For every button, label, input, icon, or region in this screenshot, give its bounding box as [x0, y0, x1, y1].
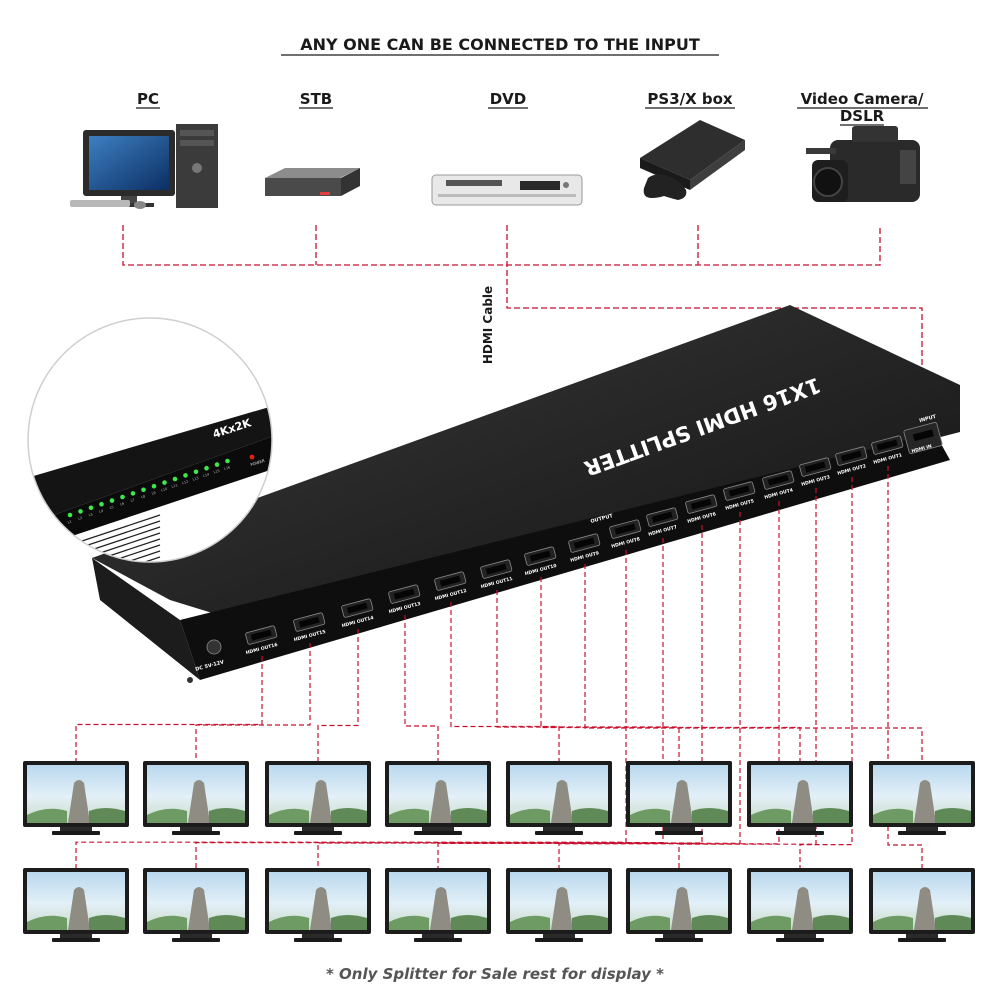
status-led-label: L12 — [182, 480, 189, 486]
source-label-camera-line2: DSLR — [840, 107, 885, 125]
display-monitor — [506, 868, 612, 942]
output-cabling — [75, 466, 923, 868]
display-monitor — [385, 868, 491, 942]
screw-hole — [187, 677, 193, 683]
source-label-stb: STB — [300, 90, 332, 108]
status-led-label: L16 — [224, 465, 231, 471]
pc-icon — [70, 124, 218, 209]
splitter-front-face — [180, 433, 950, 680]
output-cable-line — [558, 501, 780, 868]
status-led-label: L15 — [213, 469, 220, 475]
splitter-left-face — [92, 558, 200, 680]
status-led — [67, 512, 73, 518]
dc-power-jack — [206, 639, 222, 655]
footer-note: * Only Splitter for Sale rest for displa… — [326, 965, 664, 983]
status-led-label: L1 — [67, 520, 72, 525]
status-led-label: L2 — [78, 516, 83, 521]
game-console-icon — [640, 120, 745, 200]
output-cable-line — [887, 466, 923, 868]
source-label-camera: Video Camera/ — [801, 90, 924, 108]
status-led — [141, 487, 146, 493]
source-bus-lines — [122, 225, 923, 425]
output-cable-line — [496, 590, 680, 761]
led-zoom-callout: L1L2L3L4L5L6L7L8L9L10L11L12L13L14L15L16 … — [27, 317, 273, 563]
display-monitor — [869, 761, 975, 835]
display-monitor — [869, 868, 975, 942]
output-cable-line — [540, 577, 801, 761]
output-cable-line — [404, 615, 439, 761]
source-labels: PC STB DVD PS3/X box Video Camera/ DSLR — [137, 90, 924, 125]
source-label-ps3: PS3/X box — [647, 90, 733, 108]
output-cable-line — [799, 477, 853, 868]
output-cable-line — [678, 488, 817, 868]
status-led — [88, 505, 94, 511]
hdmi-in-label: HDMI IN — [911, 443, 933, 454]
dvd-player-icon — [431, 174, 583, 206]
output-cable-line — [75, 550, 627, 868]
hdmi-cable-label: HDMI Cable — [481, 286, 495, 364]
status-led — [162, 480, 167, 485]
status-led-label: L3 — [88, 512, 93, 517]
hdmi-output-port: HDMI OUT1 — [871, 435, 904, 466]
source-label-underlines — [136, 107, 928, 126]
hdmi-in-port: HDMI IN — [903, 422, 943, 455]
status-led-label: L5 — [109, 505, 114, 510]
status-led-label: L10 — [161, 487, 168, 493]
status-led — [78, 509, 83, 514]
status-led — [151, 483, 157, 489]
output-cable-line — [75, 656, 263, 761]
display-monitor — [747, 761, 853, 835]
output-caption: OUTPUT — [590, 513, 614, 525]
status-led — [109, 498, 115, 503]
display-grid — [23, 761, 975, 942]
status-led — [99, 501, 104, 507]
page-title: ANY ONE CAN BE CONNECTED TO THE INPUT — [300, 35, 700, 54]
display-monitor — [385, 761, 491, 835]
output-cable-line — [195, 643, 311, 761]
display-monitor — [23, 868, 129, 942]
display-monitor — [143, 868, 249, 942]
stb-icon — [265, 168, 360, 196]
output-cable-line — [317, 629, 359, 761]
status-led-label: L14 — [203, 472, 210, 478]
display-monitor — [23, 761, 129, 835]
status-led-label: L11 — [171, 483, 178, 489]
output-cable-line — [317, 525, 703, 868]
display-monitor — [506, 761, 612, 835]
status-led — [130, 491, 136, 496]
status-led — [172, 476, 178, 482]
status-led — [120, 494, 125, 500]
input-caption: INPUT — [919, 414, 938, 424]
display-monitor — [747, 868, 853, 942]
output-cable-line — [450, 602, 560, 761]
splitter-top-face — [92, 305, 960, 620]
display-monitor — [626, 761, 732, 835]
status-led-label: L4 — [99, 509, 104, 514]
source-label-dvd: DVD — [490, 90, 527, 108]
status-led — [183, 473, 188, 478]
power-label: POWER — [250, 458, 266, 467]
status-led — [214, 462, 220, 467]
status-led-label: L13 — [192, 476, 199, 482]
display-monitor — [626, 868, 732, 942]
display-monitor — [265, 868, 371, 942]
display-monitor — [143, 761, 249, 835]
display-monitor — [265, 761, 371, 835]
status-led-label: L6 — [120, 502, 125, 507]
status-led — [204, 465, 209, 471]
source-label-pc: PC — [137, 90, 159, 108]
status-led-label: L7 — [130, 498, 135, 503]
output-cable-line — [584, 564, 923, 761]
status-led — [193, 469, 199, 475]
output-cable-line — [195, 538, 664, 868]
status-led — [225, 458, 230, 464]
power-led — [249, 454, 255, 460]
video-camera-icon — [806, 126, 920, 202]
status-led-label: L9 — [151, 491, 156, 496]
hdmi-splitter: 1X16 HDMI SPLITTER OUTPUT INPUT DC 5V-12… — [92, 305, 960, 683]
status-led-label: L8 — [141, 494, 146, 499]
